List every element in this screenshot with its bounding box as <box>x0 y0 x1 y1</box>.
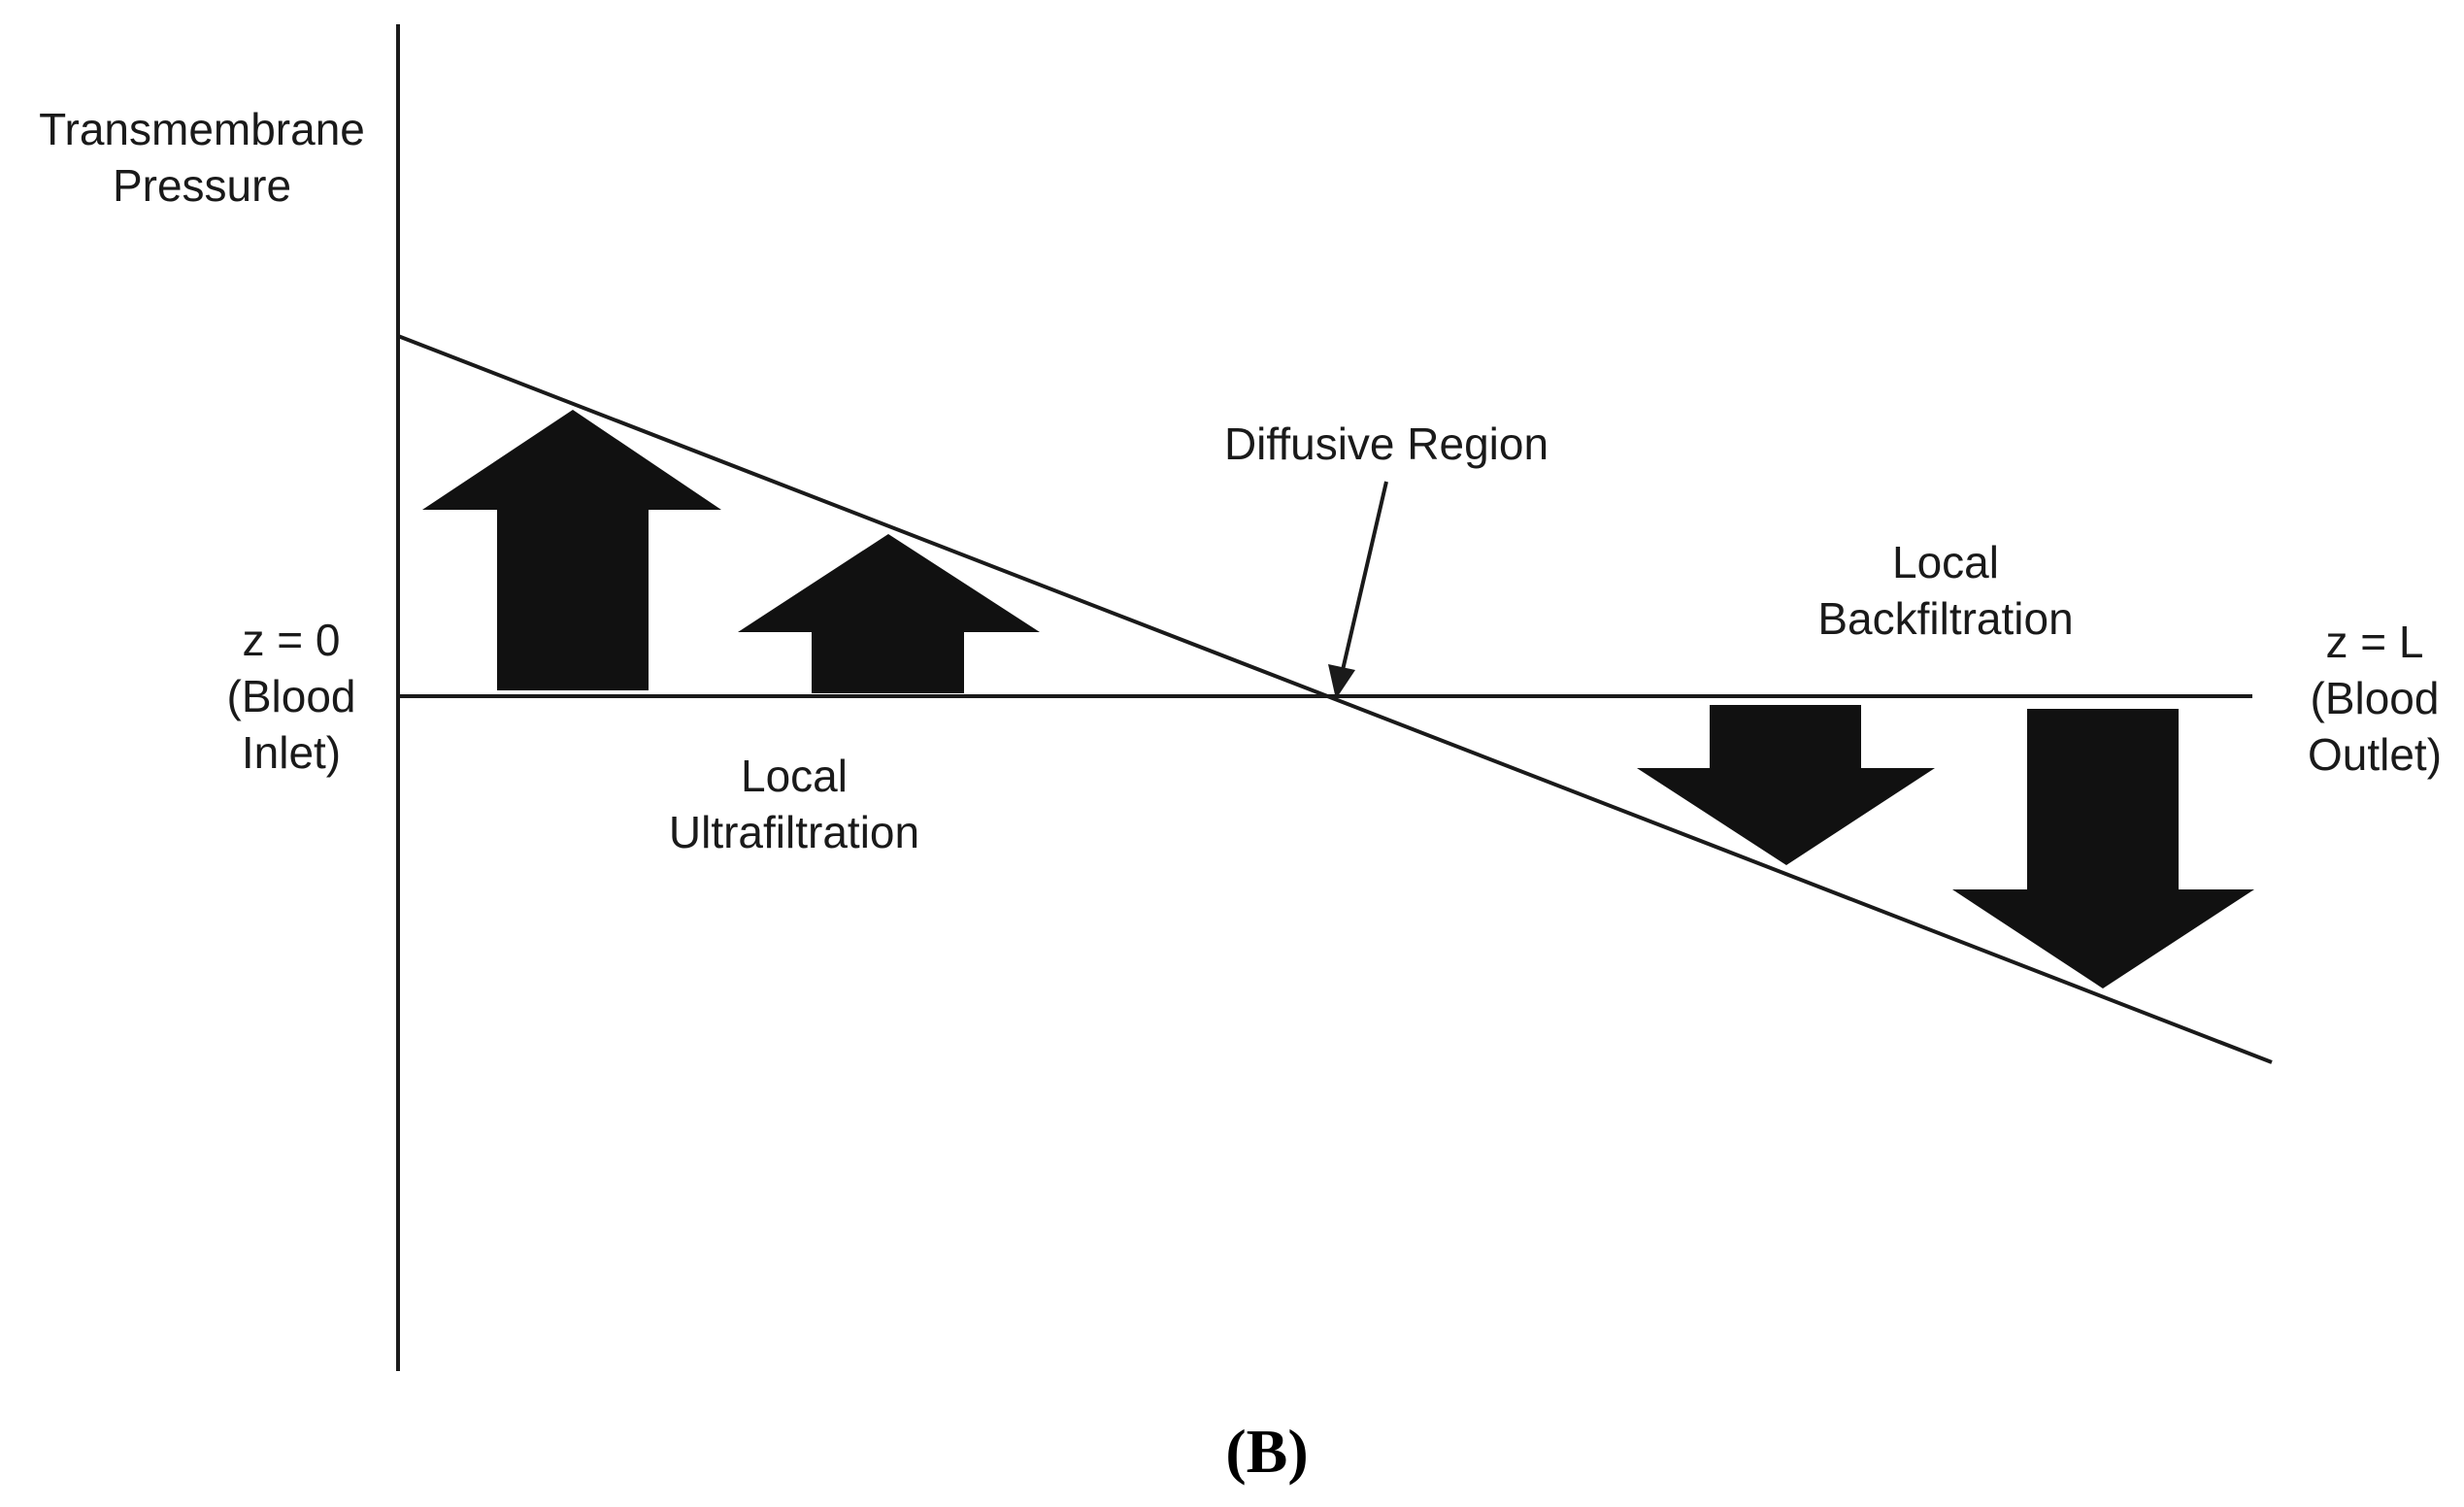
inlet-label: z = 0 (Blood Inlet) <box>227 612 356 781</box>
outlet-label-line-3: Outlet) <box>2307 729 2443 780</box>
ultrafiltration-arrow-large <box>422 410 721 690</box>
inlet-label-line-3: Inlet) <box>241 727 342 778</box>
ultrafiltration-label-line-1: Local <box>741 751 848 801</box>
outlet-label-line-1: z = L <box>2325 617 2424 667</box>
diffusive-region-label: Diffusive Region <box>1223 419 1549 469</box>
diffusive-pointer-line <box>1341 481 1388 671</box>
outlet-label-line-2: (Blood <box>2310 673 2440 723</box>
ultrafiltration-label: Local Ultrafiltration <box>669 748 919 860</box>
backfiltration-label-line-1: Local <box>1892 537 1999 587</box>
backfiltration-arrow-small <box>1637 705 1935 865</box>
diffusive-pointer-head <box>1328 664 1355 699</box>
y-axis-label-line-1: Transmembrane <box>39 104 365 154</box>
y-axis-label: Transmembrane Pressure <box>39 101 365 214</box>
panel-label: (B) <box>1225 1417 1309 1486</box>
ultrafiltration-arrow-small <box>738 534 1040 693</box>
backfiltration-arrow-large <box>1952 709 2254 988</box>
ultrafiltration-label-line-2: Ultrafiltration <box>668 807 920 857</box>
inlet-label-line-1: z = 0 <box>242 615 341 665</box>
backfiltration-label-line-2: Backfiltration <box>1817 593 2074 644</box>
backfiltration-label: Local Backfiltration <box>1817 534 2073 647</box>
y-axis-label-line-2: Pressure <box>112 160 292 211</box>
pressure-profile-line <box>397 334 2273 1064</box>
outlet-label: z = L (Blood Outlet) <box>2308 614 2442 783</box>
inlet-label-line-2: (Blood <box>226 671 356 721</box>
